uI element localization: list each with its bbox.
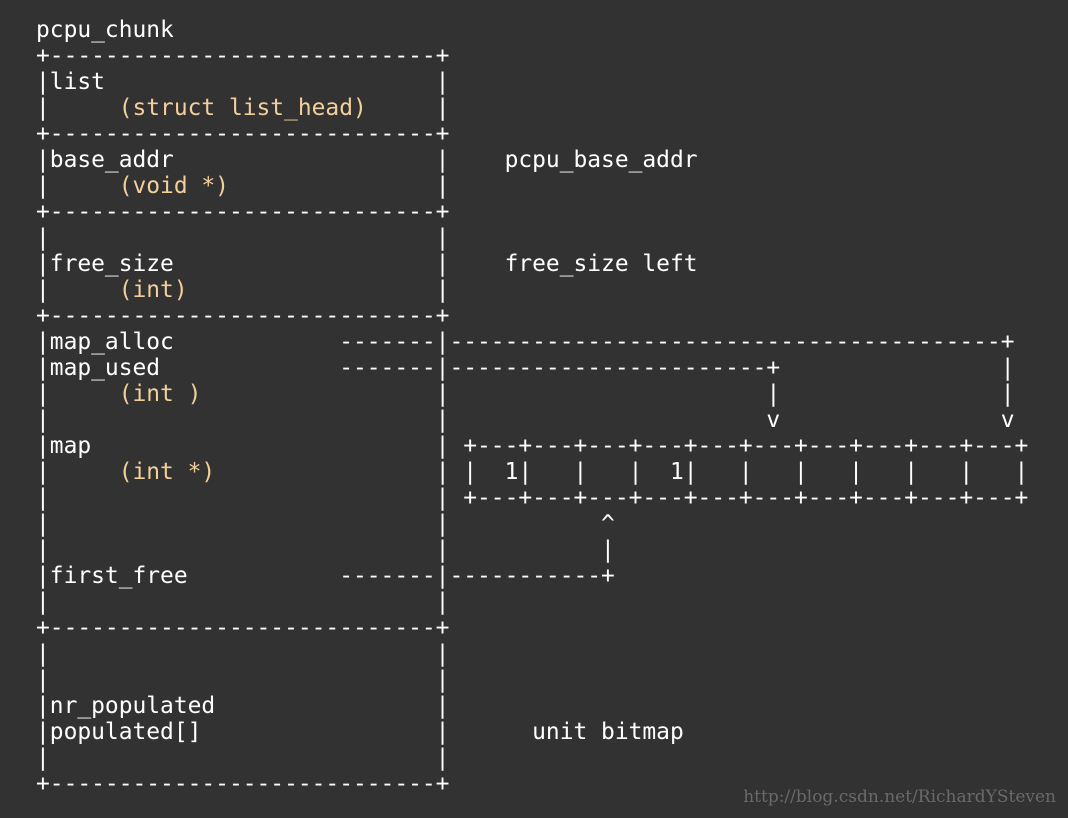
diagram-line: |populated[] | unit bitmap [36,719,684,745]
line-text: +----------------------------+ [36,303,450,329]
diagram-line: | | [36,225,449,251]
line-text: | | v v [36,407,1015,433]
diagram-line: | (void *) | [36,173,449,199]
diagram-line: |map_used -------|----------------------… [36,355,1014,381]
field-type-text: (void *) [118,173,229,199]
line-text: |nr_populated | [36,693,450,719]
line-text: | | +---+---+---+---+---+---+---+---+---… [36,485,1029,511]
line-text: | | [36,667,450,693]
line-text: |base_addr | pcpu_base_addr [36,147,698,173]
line-text: | | [36,225,450,251]
line-text: | | ^ [36,511,615,537]
line-text: | [366,95,450,121]
diagram-line: | | [36,589,449,615]
line-text: | | 1| | | 1| | | | | | | [215,459,1029,485]
diagram-line: |map_alloc -------|---------------------… [36,329,1014,355]
diagram-line: +----------------------------+ [36,771,449,797]
line-text: | [36,173,119,199]
diagram-line: | | [36,667,449,693]
line-text: | [228,173,450,199]
diagram-line: | | +---+---+---+---+---+---+---+---+---… [36,485,1028,511]
field-type-text: (struct list_head) [118,95,367,121]
field-type-text: (int ) [118,381,202,407]
field-type-text: (int) [118,277,188,303]
diagram-line: |first_free -------|-----------+ [36,563,615,589]
line-text: | | | [201,381,1015,407]
diagram-line: |free_size | free_size left [36,251,698,277]
diagram-line: | (struct list_head) | [36,95,449,121]
diagram-line: | | ^ [36,511,615,537]
diagram-line: | (int *) | | 1| | | 1| | | | | | | [36,459,1028,485]
line-text: | [36,381,119,407]
line-text: | | | [36,537,615,563]
line-text: +----------------------------+ [36,615,450,641]
diagram-line: | | [36,745,449,771]
line-text: |list | [36,69,450,95]
line-text: | [36,95,119,121]
line-text: |map_used -------|----------------------… [36,355,1015,381]
line-text: | | [36,589,450,615]
line-text: |map_alloc -------|---------------------… [36,329,1015,355]
diagram-line: | | v v [36,407,1014,433]
line-text: | | [36,745,450,771]
line-text: |map | +---+---+---+---+---+---+---+---+… [36,433,1029,459]
line-text: |free_size | free_size left [36,251,698,277]
watermark-url: http://blog.csdn.net/RichardYSteven [743,787,1056,807]
diagram-line: +----------------------------+ [36,121,449,147]
line-text: |populated[] | unit bitmap [36,719,684,745]
line-text: +----------------------------+ [36,199,450,225]
line-text: +----------------------------+ [36,121,450,147]
diagram-line: | | [36,641,449,667]
diagram-line: |map | +---+---+---+---+---+---+---+---+… [36,433,1028,459]
diagram-line: | | | [36,537,615,563]
diagram-line: +----------------------------+ [36,303,449,329]
line-text: +----------------------------+ [36,43,450,69]
line-text: | | [36,641,450,667]
diagram-line: +----------------------------+ [36,43,449,69]
diagram-line: | (int) | [36,277,449,303]
line-text: | [187,277,450,303]
struct-title: pcpu_chunk [36,17,174,43]
diagram-line: +----------------------------+ [36,615,449,641]
diagram-line: +----------------------------+ [36,199,449,225]
diagram-line: | (int ) | | | [36,381,1015,407]
line-text: |first_free -------|-----------+ [36,563,615,589]
line-text: | [36,277,119,303]
line-text: | [36,459,119,485]
line-text: +----------------------------+ [36,771,450,797]
field-type-text: (int *) [118,459,216,485]
diagram-line: |base_addr | pcpu_base_addr [36,147,698,173]
diagram-line: |list | [36,69,449,95]
diagram-line: |nr_populated | [36,693,449,719]
